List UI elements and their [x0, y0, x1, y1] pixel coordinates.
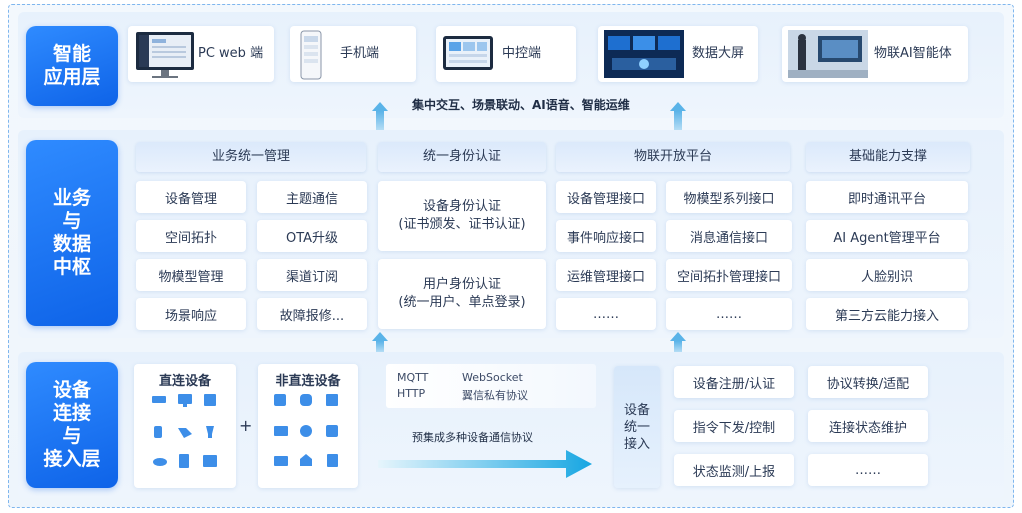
- protocol-mqtt: MQTT: [397, 371, 429, 384]
- capability-item: 即时通讯平台: [806, 181, 968, 213]
- access-layer-title: 设备 连接 与 接入层: [26, 362, 118, 488]
- app-item-label: 数据大屏: [692, 46, 745, 61]
- business-item: 设备管理: [136, 181, 246, 213]
- protocol-box: [386, 364, 596, 408]
- direct-devices-title: 直连设备: [158, 374, 211, 389]
- up-arrow: [372, 102, 388, 135]
- group-header-identity-auth: 统一身份认证: [378, 142, 546, 172]
- app-item-label: 手机端: [340, 46, 380, 61]
- business-item: 渠道订阅: [257, 259, 367, 291]
- capability-item: 第三方云能力接入: [806, 298, 968, 330]
- platform-item: 空间拓扑管理接口: [666, 259, 792, 291]
- app-item-label: 物联AI智能体: [874, 46, 952, 61]
- group-header-business-mgmt: 业务统一管理: [136, 142, 366, 172]
- app-layer-title: 智能 应用层: [26, 26, 118, 106]
- group-header-base-capability: 基础能力支撑: [806, 142, 970, 172]
- app-item-mobile: 手机端: [290, 26, 416, 82]
- platform-item: 物模型系列接口: [666, 181, 792, 213]
- business-item: 故障报修...: [257, 298, 367, 330]
- capability-item: AI Agent管理平台: [806, 220, 968, 252]
- platform-item: 设备管理接口: [556, 181, 656, 213]
- access-function: 协议转换/适配: [808, 366, 928, 398]
- business-item: OTA升级: [257, 220, 367, 252]
- indirect-devices-title: 非直连设备: [275, 374, 341, 389]
- unified-access-box: 设备 统一 接入: [614, 366, 660, 488]
- access-function: ……: [808, 454, 928, 486]
- protocol-websocket: WebSocket: [462, 371, 523, 384]
- business-item: 空间拓扑: [136, 220, 246, 252]
- big-screen-icon: [604, 30, 684, 78]
- monitor-icon: [136, 32, 194, 78]
- phone-icon: [300, 30, 322, 80]
- business-item: 主题通信: [257, 181, 367, 213]
- group-header-open-platform: 物联开放平台: [556, 142, 790, 172]
- identity-item-user: 用户身份认证 (统一用户、单点登录): [378, 259, 546, 329]
- direct-devices-panel: 直连设备: [134, 364, 236, 488]
- app-item-ai-agent: 物联AI智能体: [782, 26, 968, 82]
- app-item-data-screen: 数据大屏: [598, 26, 758, 82]
- app-item-pc-web: PC web 端: [128, 26, 274, 82]
- right-arrow: [378, 450, 592, 478]
- platform-item: 运维管理接口: [556, 259, 656, 291]
- business-item: 物模型管理: [136, 259, 246, 291]
- platform-item: 消息通信接口: [666, 220, 792, 252]
- protocol-http: HTTP: [397, 387, 426, 400]
- ai-room-icon: [788, 30, 868, 78]
- indirect-device-icons: [274, 394, 338, 467]
- app-item-central-control: 中控端: [436, 26, 576, 82]
- protocol-private: 翼信私有协议: [462, 389, 528, 402]
- platform-item: ……: [556, 298, 656, 330]
- protocol-caption: 预集成多种设备通信协议: [412, 431, 533, 444]
- app-layer-caption: 集中交互、场景联动、AI语音、智能运维: [412, 98, 630, 112]
- up-arrow: [372, 332, 388, 355]
- access-function: 状态监测/上报: [674, 454, 794, 486]
- access-function: 指令下发/控制: [674, 410, 794, 442]
- platform-item: ……: [666, 298, 792, 330]
- identity-item-device: 设备身份认证 (证书颁发、证书认证): [378, 181, 546, 251]
- app-item-label: 中控端: [502, 46, 542, 61]
- business-item: 场景响应: [136, 298, 246, 330]
- access-function: 连接状态维护: [808, 410, 928, 442]
- platform-item: 事件响应接口: [556, 220, 656, 252]
- indirect-devices-panel: 非直连设备: [258, 364, 358, 488]
- business-layer-title: 业务 与 数据 中枢: [26, 140, 118, 326]
- up-arrow: [670, 102, 686, 135]
- access-function: 设备注册/认证: [674, 366, 794, 398]
- tablet-icon: [443, 36, 493, 70]
- up-arrow: [670, 332, 686, 355]
- direct-device-icons: [152, 394, 217, 468]
- app-item-label: PC web 端: [198, 46, 264, 61]
- plus-sign: +: [239, 416, 253, 435]
- capability-item: 人脸别识: [806, 259, 968, 291]
